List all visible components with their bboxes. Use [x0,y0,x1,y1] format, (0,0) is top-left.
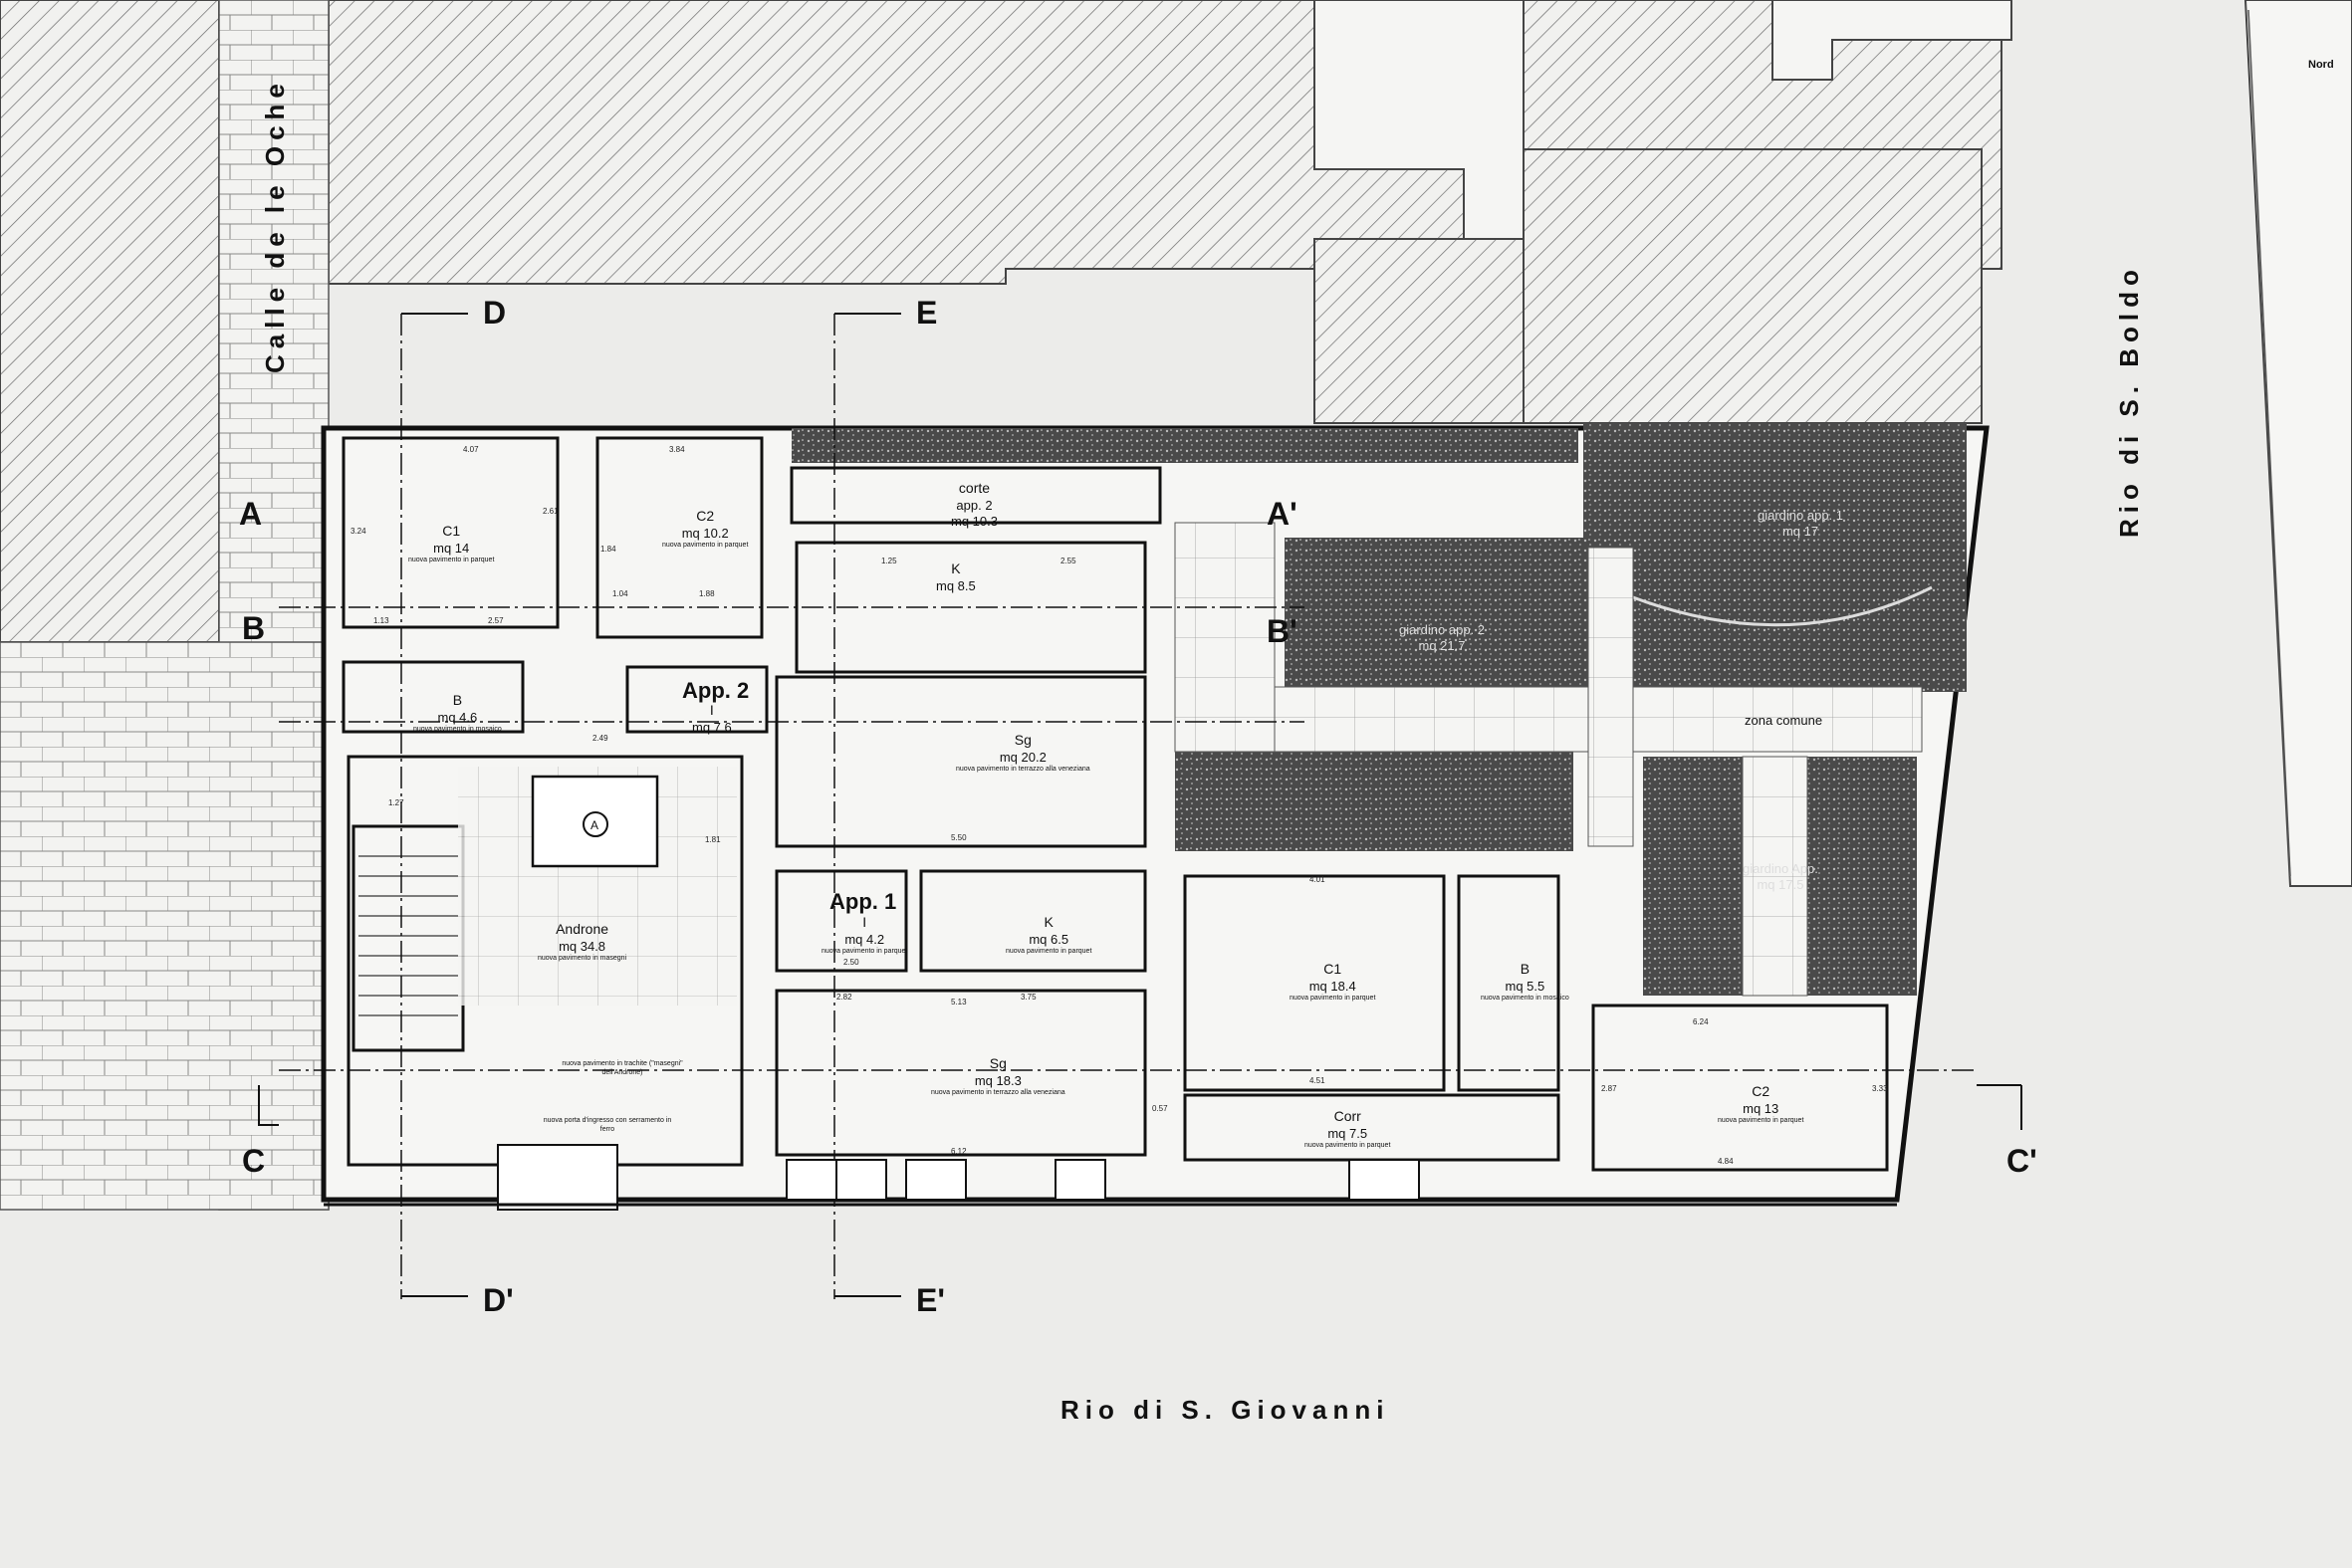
walk-stair-right [1587,547,1634,847]
dimension-label: 2.61 [543,507,559,516]
room-c1-top [342,436,560,629]
dimension-label: 6.24 [1693,1017,1709,1026]
dimension-label: 1.88 [699,589,715,598]
section-c: C [242,1143,266,1179]
walk-vertical [1174,522,1276,753]
dimension-label: 2.55 [1060,557,1076,565]
dimension-label: 2.87 [1601,1084,1617,1093]
dimension-label: 1.25 [881,557,897,565]
dimension-label: 4.01 [1309,875,1325,884]
svg-text:A: A [590,818,598,832]
section-a: A [239,496,263,532]
room-sg-top [775,675,1147,848]
section-e-prime: E' [916,1282,945,1318]
zona-comune-label: zona comune [1745,713,1823,728]
street-calle-de-le-oche: Calle de le Oche [260,78,290,373]
dimension-label: 6.12 [951,1147,967,1156]
stair-right [1742,756,1808,997]
section-d: D [483,295,507,331]
courtyard-strip [792,428,1578,463]
dimension-label: 3.24 [351,527,366,536]
dimension-label: 1.04 [612,589,628,598]
room-b-top [342,660,525,734]
dimension-label: 2.82 [836,993,852,1002]
garden-mid [1285,538,1583,687]
apartment-1-label: App. 1 [829,889,897,914]
room-corte [790,466,1162,525]
section-e: E [916,295,938,331]
garden-top-right [1583,423,1967,692]
zona-comune-walk [1174,686,1923,753]
dimension-label: 2.50 [843,958,859,967]
dimension-label: 4.84 [1718,1157,1734,1166]
room-c1-right [1183,874,1446,1092]
dimension-label: 5.13 [951,998,967,1007]
apartment-2-label: App. 2 [682,678,750,703]
entrance-note: nuova porta d'ingresso con serramento in… [543,1117,672,1133]
elevator [531,775,659,868]
dimension-label: 5.50 [951,833,967,842]
dimension-label: 3.33 [1872,1084,1888,1093]
section-b: B [242,610,266,646]
building-right [1523,148,1983,424]
dimension-label: 4.51 [1309,1076,1325,1085]
building-strip [1313,238,1525,424]
dimension-label: 1.27 [388,798,404,807]
dimension-label: 4.07 [463,445,479,454]
section-c-prime: C' [2006,1143,2037,1179]
building-white-top2 [1771,0,2012,81]
room-i-app1 [775,869,908,973]
passage-note: nuova pavimento in trachite ("masegni" d… [562,1060,683,1076]
garden-arc [1632,585,1933,627]
section-b-prime: B' [1267,613,1297,649]
building-top-left [0,0,220,643]
left-pavement [0,641,330,1211]
section-a-prime: A' [1267,496,1297,532]
street-rio-di-s-boldo: Rio di S. Boldo [2114,264,2144,538]
dimension-label: 2.49 [592,734,608,743]
dimension-label: 1.81 [705,835,721,844]
room-sg-bottom [775,989,1147,1157]
dimension-label: 3.84 [669,445,685,454]
garden-bottom-left [1175,752,1573,851]
dimension-label: 2.57 [488,616,504,625]
right-building [2243,0,2352,887]
room-i-app2 [625,665,769,734]
room-c2-right [1591,1004,1889,1172]
dimension-label: 0.57 [1152,1104,1168,1113]
street-rio-di-s-giovanni: Rio di S. Giovanni [1060,1395,1390,1425]
dimension-label: 3.75 [1021,993,1037,1002]
compass-label: Nord [2308,59,2334,71]
section-d-prime: D' [483,1282,514,1318]
room-k-app1 [919,869,1147,973]
dimension-label: 1.84 [600,545,616,554]
garden-3-label: giardino App.mq 17.5 [1743,861,1818,893]
room-c2-top [595,436,764,639]
room-b-right [1457,874,1560,1092]
dimension-label: 1.13 [373,616,389,625]
